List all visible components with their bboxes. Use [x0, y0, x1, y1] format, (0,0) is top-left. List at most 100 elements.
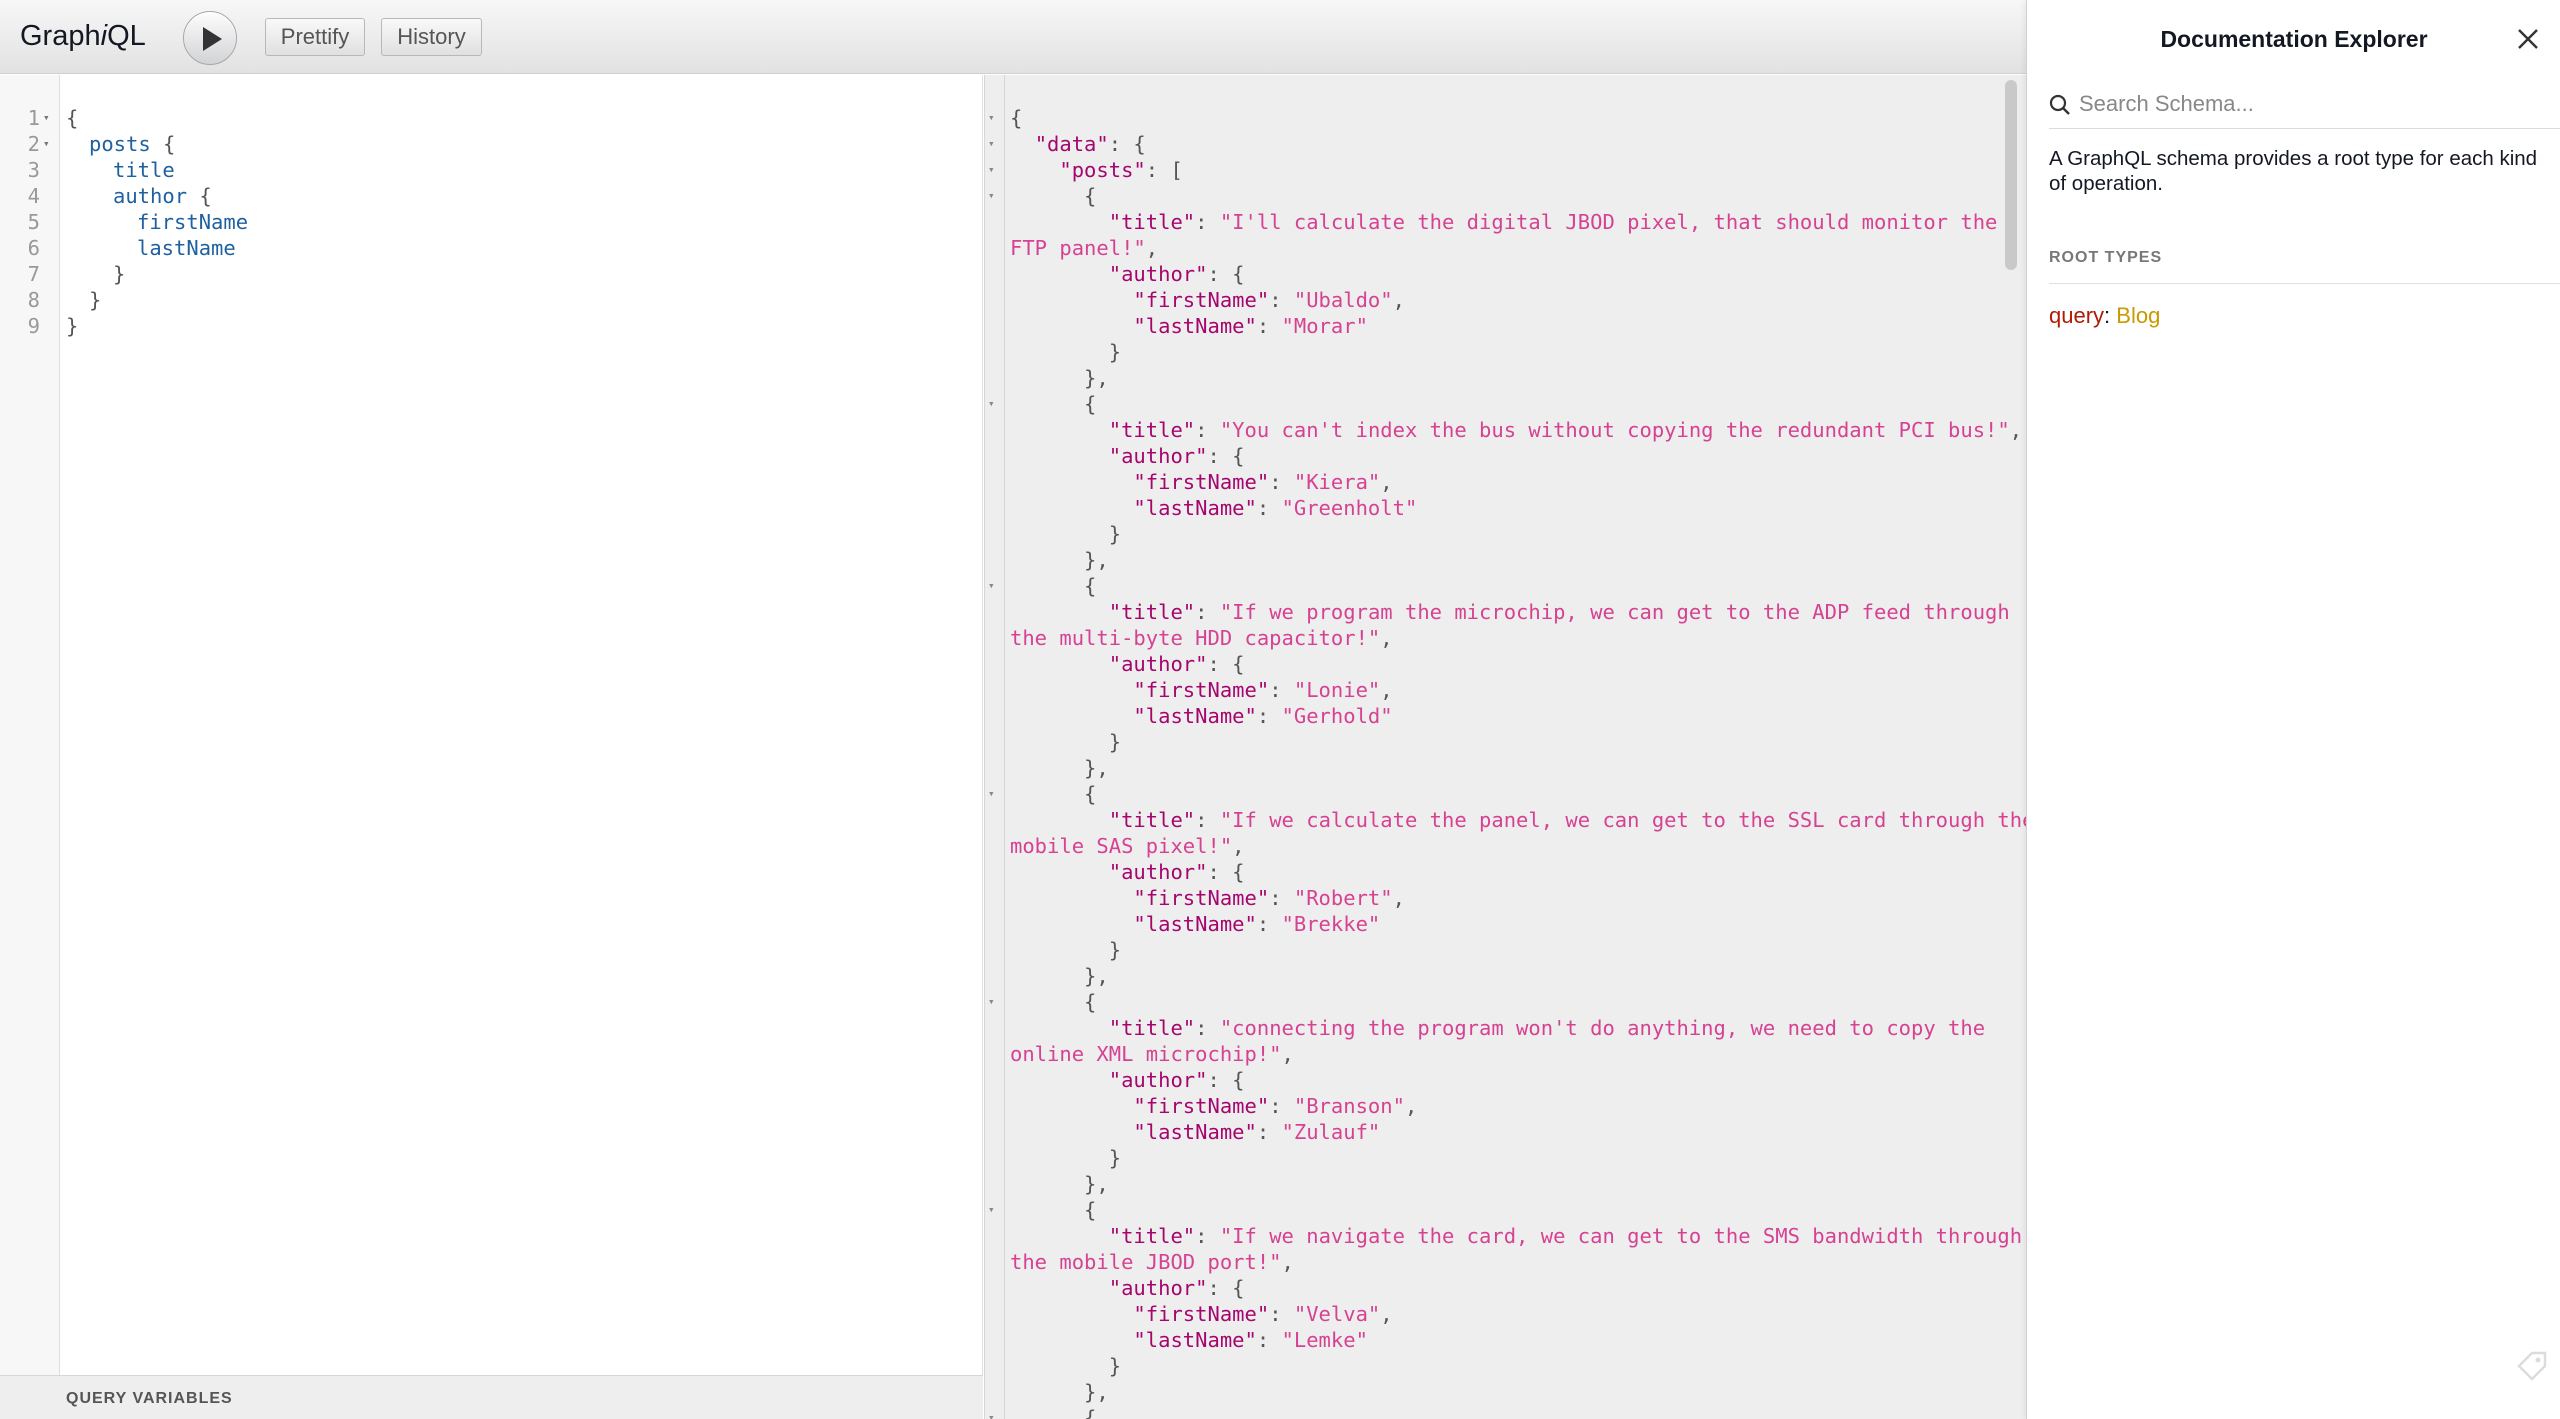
- fold-arrow-icon[interactable]: ▾: [988, 1203, 995, 1216]
- play-icon: [203, 27, 222, 51]
- query-variables-label[interactable]: QUERY VARIABLES: [66, 1390, 233, 1407]
- json-key: "firstName": [1133, 1094, 1270, 1118]
- query-variables-panel[interactable]: QUERY VARIABLES: [0, 1375, 983, 1419]
- json-punct: : {: [1108, 132, 1146, 156]
- json-string: "Branson": [1293, 1094, 1405, 1118]
- json-punct: },: [1010, 366, 1109, 390]
- json-punct: ,: [2009, 418, 2023, 442]
- root-type-link[interactable]: Blog: [2116, 303, 2161, 328]
- result-line: ▾ {: [988, 391, 2034, 417]
- line-number: 4: [27, 184, 40, 208]
- fold-arrow-icon[interactable]: ▾: [988, 787, 995, 800]
- json-punct: [1010, 886, 1133, 910]
- json-punct: :: [1269, 886, 1294, 910]
- json-string: "Gerhold": [1281, 704, 1393, 728]
- fold-arrow-icon[interactable]: ▾: [988, 163, 995, 176]
- json-punct: ,: [1281, 1250, 1294, 1274]
- json-key: "firstName": [1133, 288, 1270, 312]
- query-line-text: lastName: [66, 235, 236, 261]
- close-icon[interactable]: [2517, 28, 2539, 55]
- result-line: "lastName": "Greenholt": [1010, 495, 2034, 521]
- json-punct: }: [1010, 1146, 1122, 1170]
- json-punct: [1010, 418, 1109, 442]
- result-line: ▾{: [988, 105, 2034, 131]
- query-line-text: }: [66, 313, 78, 339]
- json-punct: [1010, 808, 1109, 832]
- json-punct: :: [1195, 600, 1220, 624]
- json-punct: :: [1195, 418, 1220, 442]
- json-string: "Ubaldo": [1293, 288, 1393, 312]
- result-line: "title": "If we program the microchip, w…: [1010, 599, 2034, 625]
- json-string: "Lemke": [1281, 1328, 1368, 1352]
- result-line: ▾ {: [988, 781, 2034, 807]
- prettify-button[interactable]: Prettify: [265, 18, 365, 56]
- json-string: "If we calculate the panel, we can get t…: [1219, 808, 2035, 832]
- json-punct: [1010, 314, 1133, 338]
- json-key: "lastName": [1133, 314, 1257, 338]
- result-scrollbar[interactable]: [2005, 80, 2017, 270]
- json-punct: [1010, 1276, 1109, 1300]
- fold-arrow-icon[interactable]: ▾: [988, 397, 995, 410]
- root-field-separator: :: [2104, 303, 2117, 328]
- query-brace: }: [89, 288, 102, 312]
- result-line: "firstName": "Ubaldo",: [1010, 287, 2034, 313]
- result-line: }: [1010, 937, 2034, 963]
- result-line: "title": "I'll calculate the digital JBO…: [1010, 209, 2034, 235]
- json-string: the multi-byte HDD capacitor!": [1010, 626, 1381, 650]
- json-punct: [1010, 1068, 1109, 1092]
- json-punct: }: [1010, 340, 1122, 364]
- search-divider: [2049, 128, 2560, 129]
- json-punct: }: [1010, 938, 1122, 962]
- result-line: "lastName": "Gerhold": [1010, 703, 2034, 729]
- json-punct: [1010, 496, 1133, 520]
- result-line: ▾ {: [988, 1197, 2034, 1223]
- result-line: },: [1010, 755, 2034, 781]
- line-number: 6: [27, 236, 40, 260]
- json-string: "Velva": [1293, 1302, 1381, 1326]
- result-line: ▾ {: [988, 989, 2034, 1015]
- result-line: "title": "connecting the program won't d…: [1010, 1015, 2034, 1041]
- fold-arrow-icon[interactable]: ▾: [988, 189, 995, 202]
- line-number-gutter: [0, 75, 60, 1375]
- json-punct: [1010, 158, 1059, 182]
- json-punct: }: [1010, 522, 1122, 546]
- json-punct: {: [1010, 990, 1097, 1014]
- tag-icon: [2515, 1349, 2549, 1388]
- result-line: },: [1010, 1171, 2034, 1197]
- json-punct: :: [1256, 496, 1282, 520]
- schema-search-input[interactable]: [2079, 86, 2549, 122]
- fold-arrow-icon[interactable]: ▾: [988, 995, 995, 1008]
- json-punct: :: [1269, 288, 1294, 312]
- json-string: "Greenholt": [1281, 496, 1418, 520]
- fold-arrow-icon[interactable]: ▾: [43, 111, 50, 124]
- result-line: "title": "You can't index the bus withou…: [1010, 417, 2034, 443]
- fold-arrow-icon[interactable]: ▾: [988, 137, 995, 150]
- fold-arrow-icon[interactable]: ▾: [988, 111, 995, 124]
- json-key: "firstName": [1133, 886, 1270, 910]
- query-brace: {: [150, 132, 176, 156]
- json-key: "lastName": [1133, 1328, 1257, 1352]
- result-line: "title": "If we calculate the panel, we …: [1010, 807, 2035, 833]
- line-number: 7: [27, 262, 40, 286]
- query-line-text: }: [66, 287, 101, 313]
- json-punct: [1010, 1094, 1133, 1118]
- fold-arrow-icon[interactable]: ▾: [43, 137, 50, 150]
- query-line-text: }: [66, 261, 125, 287]
- json-string: "connecting the program won't do anythin…: [1219, 1016, 1986, 1040]
- result-line: }: [1010, 729, 2034, 755]
- fold-arrow-icon[interactable]: ▾: [988, 579, 995, 592]
- result-viewer[interactable]: ▾{▾ "data": {▾ "posts": [▾ { "title": "I…: [984, 75, 2034, 1419]
- json-punct: [1010, 860, 1109, 884]
- query-brace: }: [66, 314, 79, 338]
- section-divider: [2049, 283, 2560, 284]
- json-key: "data": [1034, 132, 1109, 156]
- json-punct: [1010, 262, 1109, 286]
- result-line: }: [1010, 339, 2034, 365]
- history-button[interactable]: History: [381, 18, 482, 56]
- fold-arrow-icon[interactable]: ▾: [988, 1411, 995, 1419]
- result-line: "author": {: [1010, 1067, 2034, 1093]
- json-key: "lastName": [1133, 496, 1257, 520]
- json-punct: [1010, 1302, 1133, 1326]
- execute-query-button[interactable]: [183, 11, 237, 65]
